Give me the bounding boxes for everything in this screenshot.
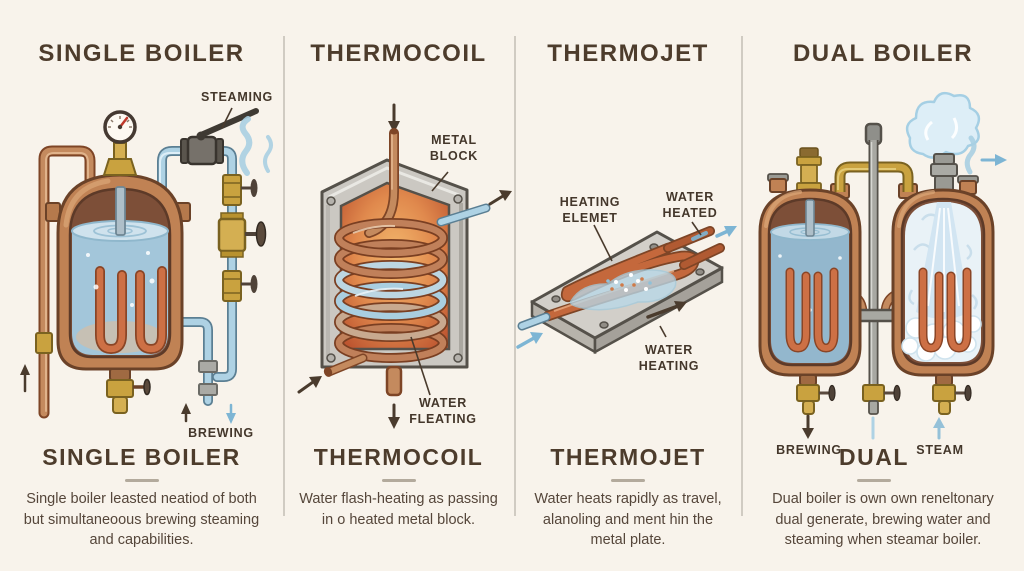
steaming-label: STEAMING: [201, 90, 273, 104]
heating-element: [95, 266, 167, 355]
brew-boiler: [758, 147, 862, 377]
panel-title: SINGLE BOILER: [42, 444, 241, 470]
panel-title: THERMOJET: [550, 444, 706, 470]
dual-boiler-diagram: [758, 91, 1007, 440]
brew-pipe: [171, 317, 218, 406]
panel-description: Dual boiler is own own reneltonary dual …: [772, 491, 994, 549]
water-heated-pointer-line: [691, 221, 702, 236]
panel-title: THERMOCOIL: [313, 444, 484, 470]
pipe-valves: [217, 174, 267, 302]
pressure-gauge-icon: [102, 110, 138, 176]
panel-header: SINGLE BOILER: [38, 40, 245, 67]
brew-drain-valve: [796, 374, 836, 415]
water-heating-label: WATER HEATING: [638, 343, 700, 373]
steam-valve: [180, 108, 259, 166]
inlet-tube: [364, 128, 399, 238]
brewing-down-arrow: [802, 414, 814, 439]
panel-description: Single boiler leasted neatiod of both bu…: [23, 491, 260, 549]
water-heated-label: WATER HEATED: [662, 190, 718, 220]
boiler-tank: [45, 173, 191, 371]
water-heating-arrow: [646, 301, 687, 319]
thermocoil-diagram: [297, 103, 512, 429]
water-in-arrow-bottom: [297, 376, 322, 394]
inlet-stub: [323, 353, 368, 377]
panel-description: Water heats rapidly as travel, alanoling…: [534, 491, 722, 549]
panel-single-boiler: SINGLE BOILER: [0, 0, 283, 571]
bubbles: [86, 251, 155, 307]
thermojet-diagram: [516, 221, 737, 355]
screws: [326, 194, 463, 363]
title-rule: [381, 479, 416, 482]
metal-block-label: METAL BLOCK: [429, 133, 479, 163]
boiling-sparkles: [606, 273, 652, 292]
single-boiler-diagram: [20, 107, 273, 424]
brewing-label: BREWING: [776, 443, 842, 457]
panel-description: Water flash-heating as passing in o heat…: [299, 491, 498, 528]
water-heating-pointer-line: [659, 325, 667, 338]
water-in-arrow: [516, 332, 543, 349]
copper-pipe: [35, 145, 96, 419]
panel-title: DUAL: [839, 444, 909, 470]
water-heating-pointer-line: [410, 336, 431, 396]
flow-up-arrow: [20, 364, 30, 393]
water-pool: [569, 269, 677, 311]
brewing-label: BREWING: [188, 426, 254, 440]
panel-thermocoil: THERMOCOIL: [283, 0, 514, 571]
steam-up-arrow: [933, 417, 945, 440]
water-out-arrow: [691, 226, 737, 241]
drain-valve: [106, 368, 151, 414]
metal-block-pointer-line: [431, 171, 449, 192]
steam-pipe: [157, 146, 237, 382]
heating-coil: [334, 218, 448, 363]
title-rule: [857, 479, 891, 482]
panel-header: THERMOCOIL: [310, 40, 487, 67]
title-rule: [611, 479, 645, 482]
panel-divider: [514, 36, 516, 516]
bottom-outlet-stub: [385, 365, 403, 397]
panel-header: DUAL BOILER: [792, 40, 974, 67]
steam-drain-valve: [932, 374, 972, 415]
center-valve: [862, 384, 901, 440]
steam-label: STEAM: [916, 443, 964, 457]
panel-dual-boiler: DUAL BOILER: [742, 0, 1024, 571]
inlet-stub: [517, 312, 551, 331]
brew-arrows: [181, 403, 236, 424]
water-in-arrow: [388, 103, 400, 133]
panel-thermojet: THERMOJET: [514, 0, 742, 571]
steam-outlet: [957, 135, 1007, 195]
panel-divider: [283, 36, 285, 516]
water-heating-label: WATER FLEATING: [409, 396, 477, 426]
title-rule: [124, 479, 159, 482]
steaming-pointer-line: [221, 107, 233, 129]
panel-header: THERMOJET: [547, 40, 709, 67]
outlet-pipe: [436, 203, 491, 227]
flow-down-arrow: [388, 403, 400, 429]
heating-element-pointer-line: [593, 224, 613, 262]
heating-element-label: HEATING ELEMET: [559, 195, 621, 225]
panel-divider: [741, 36, 743, 516]
water-out-arrow: [488, 190, 512, 206]
steam-boiler: [891, 188, 995, 377]
